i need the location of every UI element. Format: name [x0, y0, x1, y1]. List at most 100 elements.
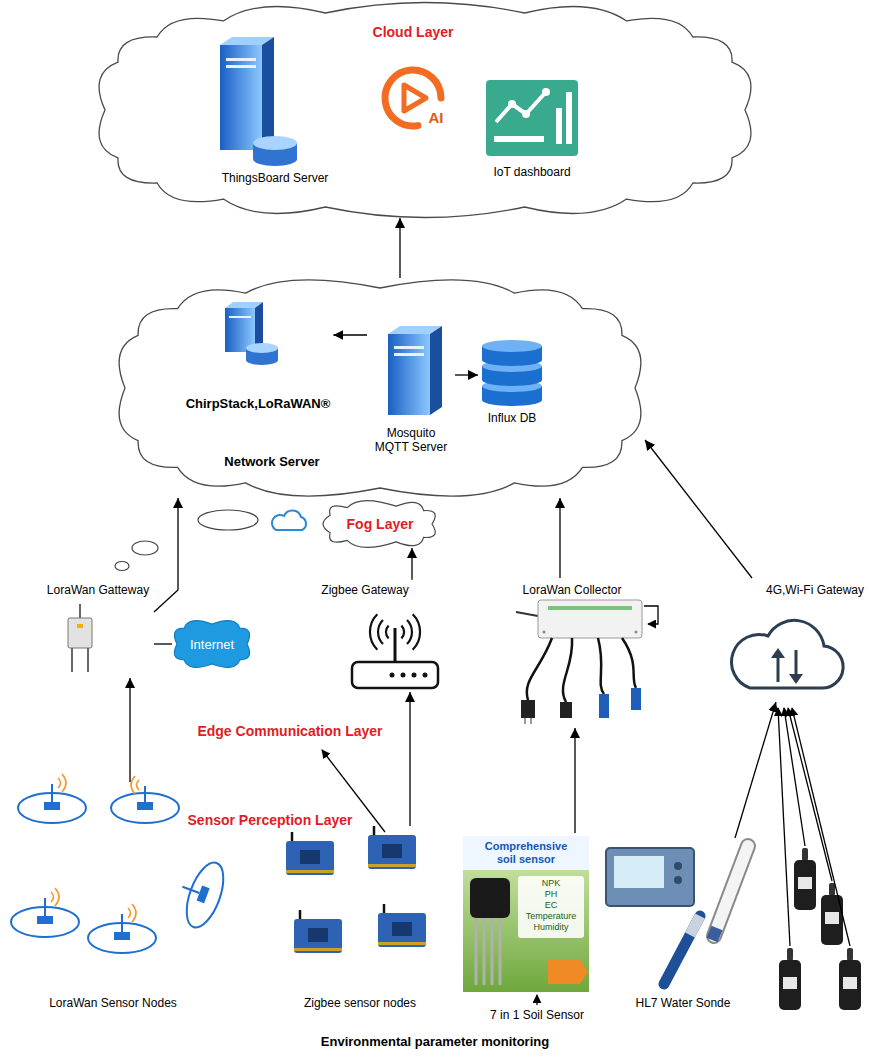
gateway-component: LoraWan Gatteway [44, 580, 154, 678]
water-sonde-photo [712, 928, 717, 940]
photo-text: Humidity [533, 923, 568, 933]
collector-photo [530, 718, 532, 724]
sensor-uplink-arrows [778, 708, 790, 946]
upload-cloud-icon [777, 656, 780, 682]
lorawan-sensor-nodes [131, 776, 139, 794]
gateway-component: Zigbee Gateway [318, 580, 455, 692]
component-label: Mosquito MQTT Server [370, 426, 452, 455]
layer-title: Edge Communication Layer [197, 723, 382, 740]
zigbee-modules [294, 910, 342, 953]
collector-photo [622, 638, 636, 688]
connector-arrow [559, 498, 560, 578]
gateway-icon [79, 604, 81, 618]
water-sonde-photo [714, 846, 748, 936]
database-icon [253, 136, 297, 166]
database-icon [482, 340, 542, 352]
wireless-sensors [839, 960, 861, 1010]
zigbee-modules [382, 844, 402, 858]
upload-cloud-icon [732, 620, 844, 688]
lorawan-sensor-nodes [44, 898, 46, 916]
collector-photo [563, 638, 572, 702]
connector-arrow [411, 548, 412, 580]
gateway-component: 4G,Wi-Fi Gateway [740, 578, 867, 702]
server-component: Mosquito MQTT Server [367, 322, 455, 457]
water-sonde-photo [674, 862, 682, 870]
router-icon [412, 673, 417, 678]
lorawan-sensor-nodes [51, 784, 53, 802]
wireless-sensors [779, 848, 861, 1010]
pointer-arrow [536, 995, 537, 1005]
component-label: IoT dashboard [493, 165, 570, 179]
connector-arrow [154, 643, 172, 644]
wireless-sensors [798, 877, 812, 889]
lorawan-sensor-nodes [18, 774, 86, 823]
zigbee-modules [286, 826, 426, 953]
sensor-uplink-arrows [792, 708, 850, 946]
server-component: ChirpStack,LoRaWAN® [183, 298, 334, 416]
collector-photo [598, 638, 604, 694]
cloud-outline [323, 501, 435, 548]
database-component: Influx DB [478, 338, 546, 428]
cloud-outline [115, 278, 645, 498]
router-icon [401, 673, 406, 678]
zigbee-modules [368, 826, 416, 869]
fog-layer-cloud: Fog Layer [322, 500, 438, 548]
cloud-outline [174, 621, 249, 668]
server-icon [246, 355, 278, 365]
connector-arrow [574, 728, 575, 833]
router-icon [413, 614, 420, 649]
collector-photo [560, 702, 572, 718]
zigbee-modules [294, 948, 342, 951]
collector-component: LoraWan Collector [510, 578, 655, 728]
component-label: ThingsBoard Server [222, 171, 329, 185]
collector-photo [543, 631, 546, 634]
router-icon [394, 628, 397, 662]
collector-photo [516, 612, 538, 616]
soil-sensor-photo [499, 918, 502, 985]
lorawan-sensor-nodes [114, 932, 130, 940]
photo-text: EC [545, 901, 558, 911]
zigbee-modules [378, 904, 426, 947]
router-icon [378, 620, 383, 644]
connector-arrow [154, 498, 178, 612]
database-icon [482, 340, 542, 406]
zigbee-modules [373, 826, 376, 835]
lorawan-sensor-nodes [144, 786, 146, 802]
wireless-sensors [794, 860, 816, 910]
collector-photo [516, 600, 658, 724]
zigbee-modules [300, 850, 320, 864]
dashboard-icon [494, 136, 544, 142]
router-icon [370, 614, 377, 649]
soil-sensor-photo [475, 918, 478, 985]
database-icon [253, 136, 297, 150]
component-label: LoraWan Collector [523, 583, 622, 597]
zigbee-modules [299, 910, 302, 919]
lorawan-sensor-nodes [182, 887, 199, 893]
connector-arrow [455, 374, 478, 375]
collector-photo [631, 688, 641, 710]
photo-text: Temperature [526, 912, 577, 922]
soil-sensor-photo [470, 878, 510, 918]
icon-text: AI [429, 109, 444, 127]
server-icon [388, 334, 430, 415]
lorawan-sensor-nodes [88, 904, 156, 953]
server-icon [226, 65, 256, 68]
zigbee-modules [378, 913, 426, 947]
dashboard-icon [486, 80, 578, 156]
lorawan-sensor-nodes [44, 802, 60, 810]
router-icon [386, 626, 389, 639]
database-icon [482, 374, 542, 386]
photo-text: Comprehensive soil sensor [476, 840, 576, 866]
connector-arrow [399, 218, 400, 278]
lorawan-sensor-nodes [128, 904, 136, 922]
soil-sensor-photo [463, 836, 589, 870]
lorawan-sensor-nodes [58, 774, 66, 792]
dashboard-icon [556, 108, 562, 144]
sensor-uplink-arrows [788, 708, 832, 881]
component-label: HL7 Water Sonde [636, 996, 731, 1010]
server-icon [388, 326, 442, 415]
server-icon [225, 302, 278, 365]
thought-bubbles [115, 510, 258, 571]
